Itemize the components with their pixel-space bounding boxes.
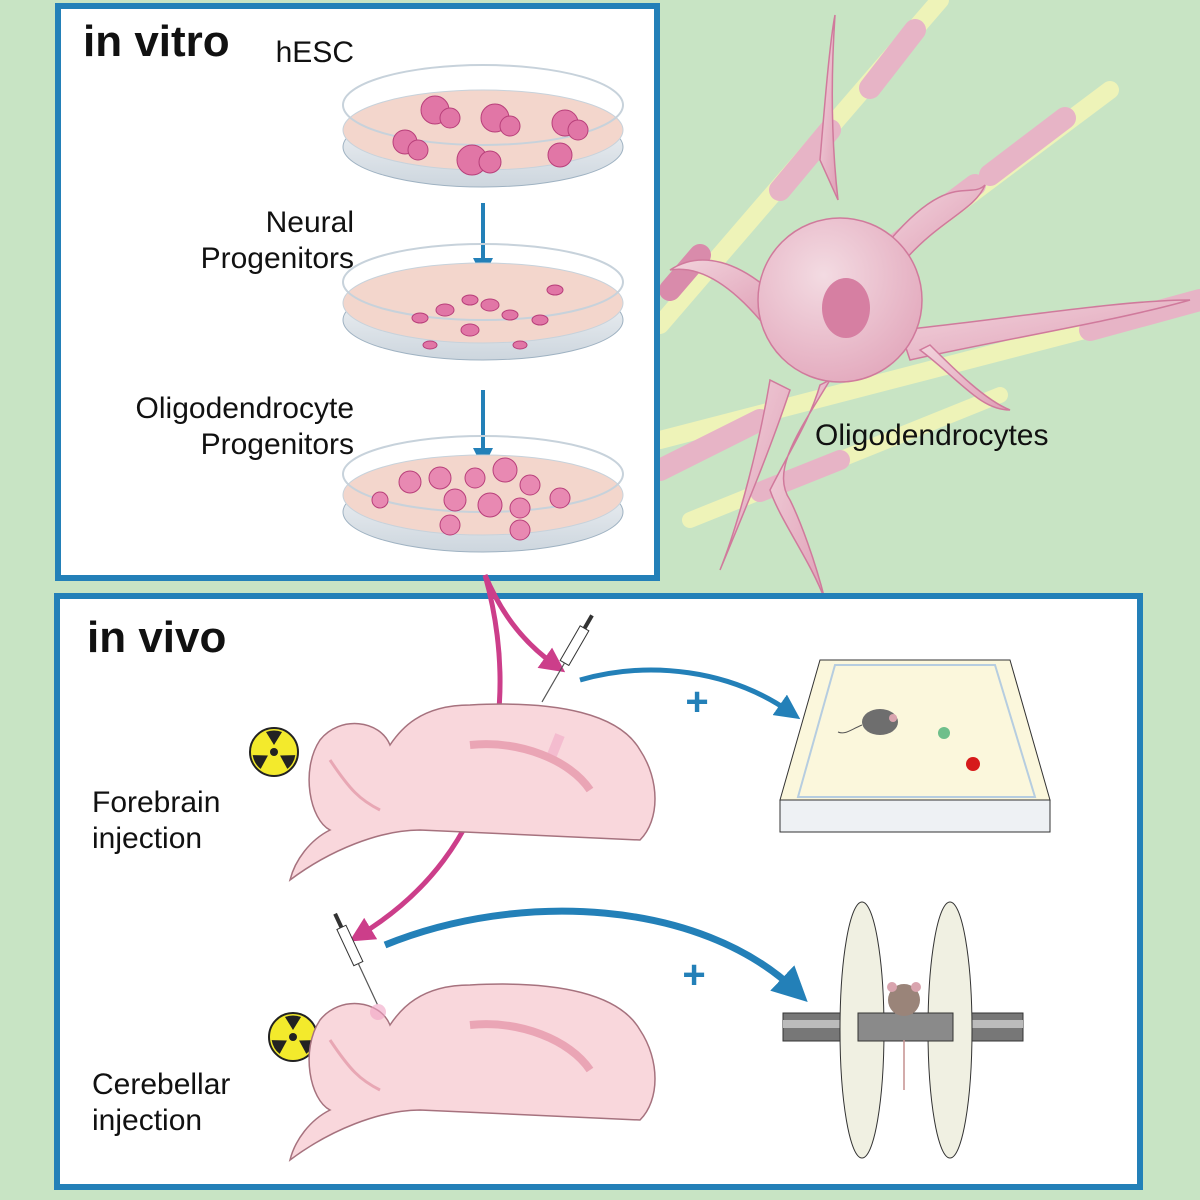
object-red-icon [966, 757, 980, 771]
in-vivo-title: in vivo [87, 613, 227, 662]
cerebellar-injection-label: Cerebellar injection [92, 1067, 230, 1139]
brain-sagittal-forebrain [288, 703, 656, 882]
stage-label-opc: Oligodendrocyte Progenitors [136, 391, 354, 463]
radiation-icon [249, 727, 299, 777]
mouse-icon [887, 982, 921, 1090]
forebrain-injection-label: Forebrain injection [92, 785, 220, 857]
syringe-icon [333, 912, 378, 1005]
stage-label-neural-progenitors: Neural Progenitors [201, 205, 354, 277]
oligodendrocytes-label: Oligodendrocytes [815, 419, 1049, 452]
brain-sagittal-cerebellar [288, 983, 656, 1162]
stage-label-hesc: hESC [276, 35, 354, 71]
plus-icon: + [685, 680, 708, 724]
stage-label-line: Oligodendrocyte [135, 392, 354, 425]
cell-processes [669, 14, 1191, 601]
arrow-cerebellar-to-rotarod [383, 907, 808, 1003]
axon-3 [649, 289, 1200, 481]
object-ball-icon [938, 727, 950, 739]
radiation-icon [268, 1012, 318, 1062]
stage-label-line: hESC [275, 36, 354, 69]
mouse-icon [837, 709, 898, 735]
petri-dish-oligodendrocyte-progenitors [342, 435, 624, 553]
label-line: Cerebellar [92, 1068, 231, 1101]
label-line: injection [92, 1104, 203, 1137]
stage-label-line: Neural [265, 206, 354, 239]
label-line: Forebrain [92, 786, 221, 819]
rotarod [782, 901, 1024, 1159]
syringe-icon [541, 614, 594, 703]
stage-label-line: Progenitors [200, 242, 354, 275]
label-line: injection [92, 822, 203, 855]
cell-nucleus [822, 278, 870, 338]
arrow-forebrain-to-open-field [579, 667, 801, 720]
open-field-arena [779, 659, 1051, 833]
svg-text:+: + [685, 680, 708, 724]
petri-dish-hesc [342, 64, 624, 188]
in-vitro-title: in vitro [83, 17, 230, 66]
stage-label-line: Progenitors [200, 428, 354, 461]
svg-text:+: + [682, 953, 705, 997]
petri-dish-neural-progenitors [342, 243, 624, 361]
plus-icon: + [682, 953, 705, 997]
